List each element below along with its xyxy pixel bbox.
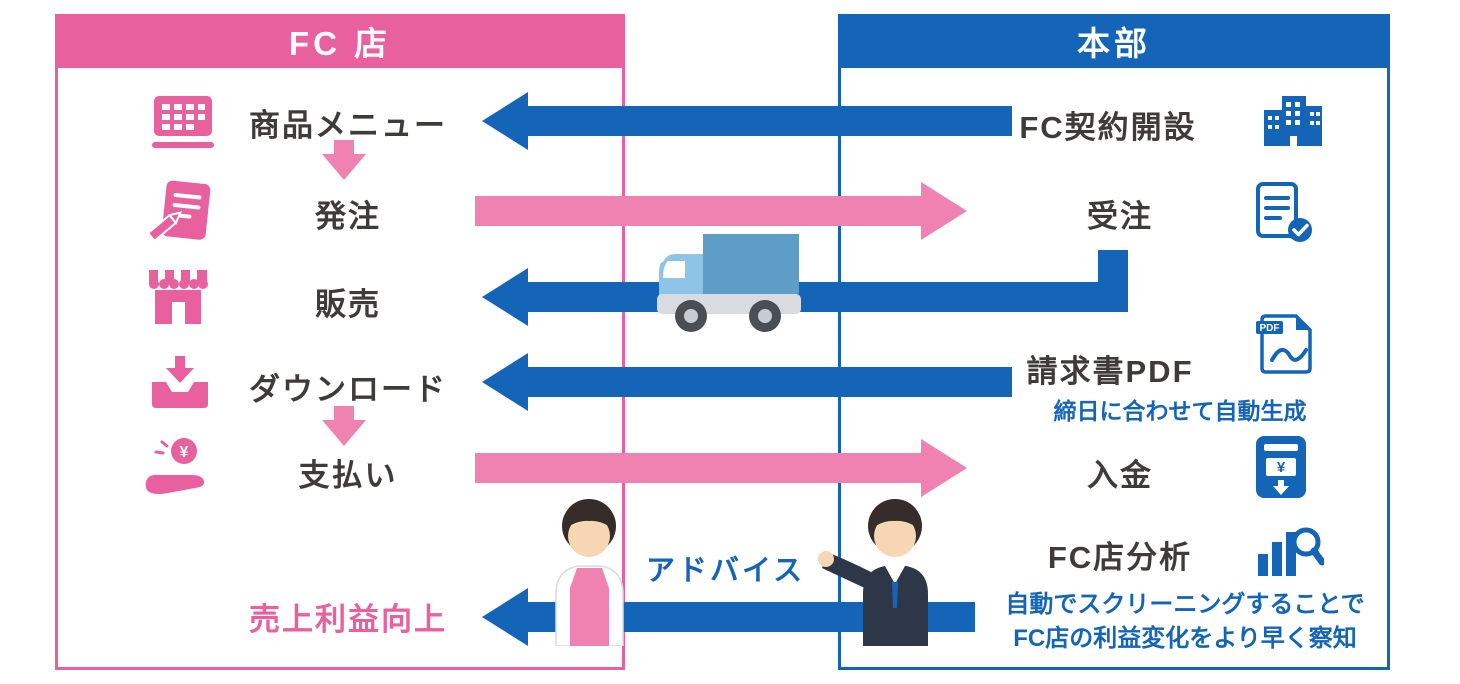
payment-hand-icon: ¥: [145, 438, 205, 494]
down-arrow-menu-to-order: [322, 140, 366, 180]
step-label-contract: FC契約開設: [1019, 110, 1197, 145]
fc-store-title: FC 店: [288, 25, 392, 62]
outcome-label: 売上利益向上: [249, 602, 447, 637]
step-label-order: 発注: [315, 199, 381, 234]
yen-symbol: ¥: [180, 444, 189, 461]
necktie: [892, 582, 898, 608]
headquarters-panel: 本部: [838, 14, 1390, 670]
deposit-machine-icon: ¥: [1256, 436, 1306, 498]
analysis-note-2: FC店の利益変化をより早く察知: [1013, 625, 1357, 652]
headquarters-title: 本部: [1077, 25, 1151, 62]
down-arrow-download-to-payment: [322, 406, 366, 446]
arrow-invoice-to-download: [482, 353, 1012, 411]
delivery-truck: [657, 234, 801, 332]
pdf-note: 締日に合わせて自動生成: [1053, 398, 1307, 424]
fc-store-staff-figure: [555, 499, 624, 646]
pointing-arm: [822, 553, 871, 589]
step-label-deposit: 入金: [1087, 458, 1153, 493]
pointing-hand: [818, 551, 834, 567]
arrow-order-to-hq: [475, 182, 967, 240]
advice-label: アドバイス: [646, 555, 806, 587]
headquarters-staff-figure: [818, 499, 928, 646]
analysis-chart-icon: [1258, 527, 1324, 576]
step-label-analysis: FC店分析: [1047, 540, 1193, 575]
arrow-contract-to-menu: [482, 92, 1012, 150]
step-label-download: ダウンロード: [249, 372, 447, 407]
pdf-label: PDF: [1260, 323, 1280, 334]
step-label-order-received: 受注: [1087, 199, 1153, 234]
step-label-sales: 販売: [315, 287, 381, 322]
fc-store-panel: FC 店: [55, 14, 625, 670]
step-label-invoice-pdf: 請求書PDF: [1026, 354, 1194, 389]
analysis-note-1: 自動でスクリーニングすることで: [1005, 591, 1365, 618]
yen-symbol: ¥: [1277, 459, 1286, 476]
order-note-icon: [147, 180, 211, 242]
arrow-delivery-to-sales: [482, 268, 1128, 326]
step-label-payment: 支払い: [298, 458, 398, 493]
shop-icon: [149, 270, 208, 324]
building-icon: [1264, 96, 1322, 146]
pdf-file-icon: PDF: [1256, 314, 1312, 374]
arrow-payment-to-deposit: [475, 439, 967, 497]
menu-board-icon: [152, 96, 214, 148]
fc-store-header: FC 店: [55, 14, 625, 68]
order-received-icon: [1256, 182, 1312, 242]
download-icon: [152, 356, 208, 408]
step-label-menu: 商品メニュー: [249, 108, 447, 143]
headquarters-header: 本部: [838, 14, 1390, 68]
